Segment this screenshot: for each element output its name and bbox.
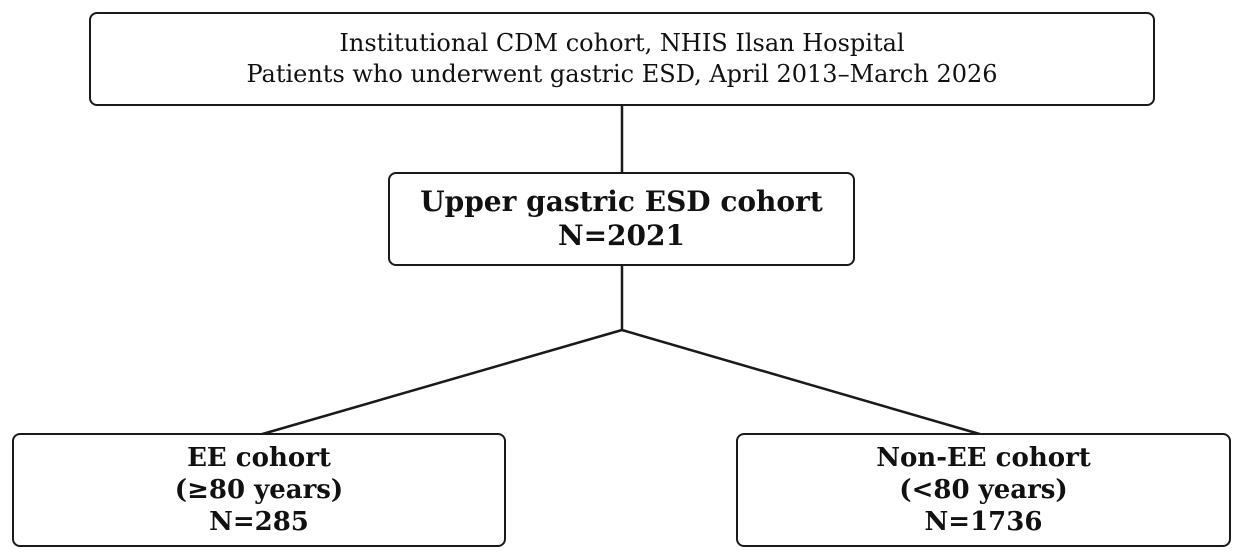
upper-gastric-cohort-box: Upper gastric ESD cohort N=2021: [388, 172, 855, 266]
non-ee-cohort-box: Non-EE cohort (<80 years) N=1736: [736, 433, 1231, 547]
upper-cohort-count: N=2021: [558, 219, 685, 252]
source-cohort-line2: Patients who underwent gastric ESD, Apri…: [246, 60, 998, 88]
upper-cohort-title: Upper gastric ESD cohort: [420, 185, 823, 218]
source-cohort-line1: Institutional CDM cohort, NHIS Ilsan Hos…: [339, 29, 905, 57]
connector-branch-to-ee: [258, 328, 623, 437]
source-cohort-box: Institutional CDM cohort, NHIS Ilsan Hos…: [89, 12, 1155, 106]
ee-cohort-title: EE cohort: [187, 443, 331, 473]
ee-cohort-box: EE cohort (≥80 years) N=285: [12, 433, 506, 547]
non-ee-cohort-count: N=1736: [924, 507, 1043, 537]
non-ee-cohort-title: Non-EE cohort: [876, 443, 1091, 473]
non-ee-cohort-criterion: (<80 years): [899, 475, 1068, 505]
connector-branch-to-non-ee: [621, 328, 984, 437]
ee-cohort-count: N=285: [209, 507, 309, 537]
ee-cohort-criterion: (≥80 years): [174, 475, 344, 505]
